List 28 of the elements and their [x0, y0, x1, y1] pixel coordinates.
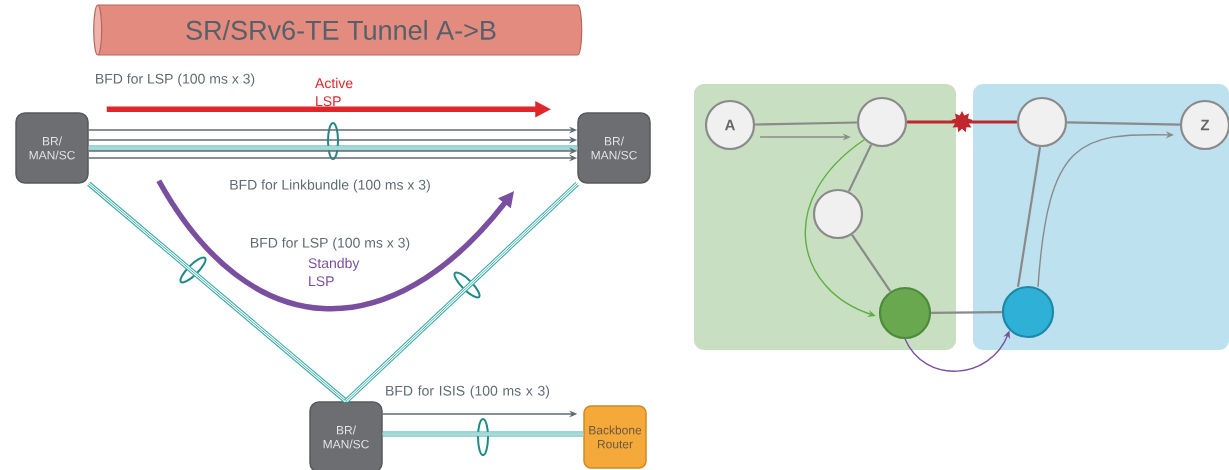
link-line [907, 120, 1017, 124]
bfd-label: BFD for LSP (100 ms x 3) [93, 72, 257, 88]
tunnel: SR/SRv6-TE Tunnel A->B [93, 4, 583, 56]
node-circle [878, 286, 932, 340]
router-box: BR/ MAN/SC [309, 401, 383, 470]
node-circle [812, 188, 864, 240]
router-box: BR/ MAN/SC [15, 112, 89, 184]
bfd-label: BFD for Linkbundle (100 ms x 3) [228, 178, 432, 194]
cable-bundle [87, 181, 348, 404]
router-box: Backbone Router [583, 405, 647, 469]
link-line [755, 121, 857, 126]
cable-bundle [88, 145, 578, 151]
node-circle [1001, 285, 1055, 339]
node-circle [856, 96, 908, 148]
link-line [851, 234, 892, 292]
node-circle [1016, 96, 1068, 148]
link-line [847, 144, 873, 192]
edge-label: BFD for ISIS (100 ms x 3) [386, 385, 550, 399]
link-line [1067, 121, 1180, 126]
link-line [1016, 146, 1042, 288]
arrow [156, 179, 514, 312]
cable-bundle [344, 181, 579, 404]
link-line [931, 311, 1002, 314]
cable-bundle [382, 431, 584, 437]
router-box: BR/ MAN/SC [577, 112, 651, 184]
bfd-label: BFD for LSP (100 ms x 3) [248, 236, 412, 252]
edge-label: Standby LSP [308, 257, 360, 287]
edge-label: Active LSP [315, 77, 353, 107]
